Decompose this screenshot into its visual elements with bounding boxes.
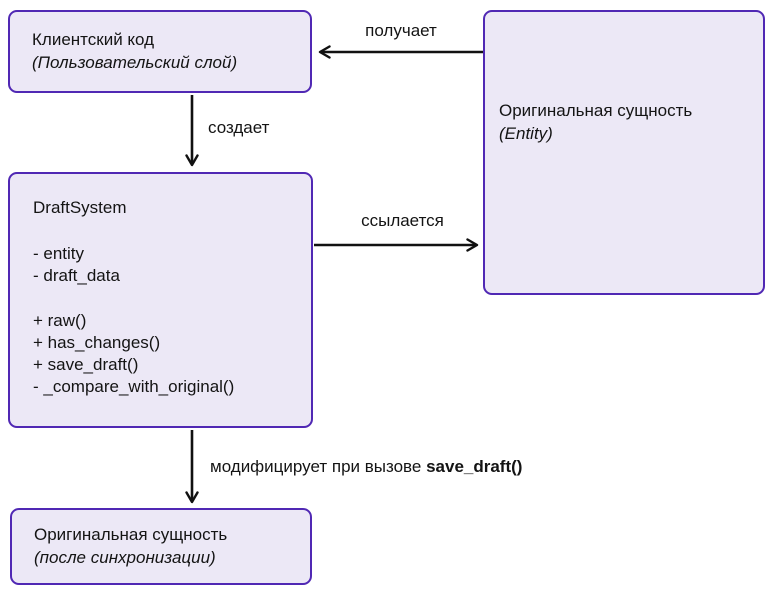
entity-subtitle: (Entity) — [499, 124, 553, 143]
references-edge-label: ссылается — [361, 211, 444, 230]
draft-system-attributes: - entity - draft_data — [33, 243, 301, 287]
draft-system-methods: + raw() + has_changes() + save_draft() -… — [33, 310, 301, 398]
synced-entity-box: Оригинальная сущность (после синхронизац… — [10, 508, 312, 585]
attribute-entity: - entity — [33, 244, 85, 263]
modifies-label-bold: save_draft() — [426, 457, 523, 476]
receives-edge-label: получает — [365, 21, 437, 40]
attribute-draft-data: - draft_data — [33, 266, 120, 285]
entity-box: Оригинальная сущность (Entity) — [483, 10, 765, 295]
client-code-box: Клиентский код (Пользовательский слой) — [8, 10, 312, 93]
client-code-title: Клиентский код — [32, 30, 155, 49]
modifies-edge-label: модифицирует при вызове save_draft() — [210, 455, 522, 478]
method-has-changes: + has_changes() — [33, 333, 161, 352]
method-save-draft: + save_draft() — [33, 355, 139, 374]
draft-system-box: DraftSystem - entity - draft_data + raw(… — [8, 172, 313, 428]
modifies-label-prefix: модифицирует при вызове — [210, 457, 427, 476]
creates-edge-label: создает — [208, 118, 270, 137]
entity-title: Оригинальная сущность — [499, 101, 693, 120]
draft-system-title: DraftSystem — [33, 198, 127, 217]
synced-entity-subtitle: (после синхронизации) — [34, 548, 216, 567]
method-raw: + raw() — [33, 311, 87, 330]
method-compare-with-original: - _compare_with_original() — [33, 377, 235, 396]
synced-entity-title: Оригинальная сущность — [34, 525, 228, 544]
client-code-subtitle: (Пользовательский слой) — [32, 53, 238, 72]
